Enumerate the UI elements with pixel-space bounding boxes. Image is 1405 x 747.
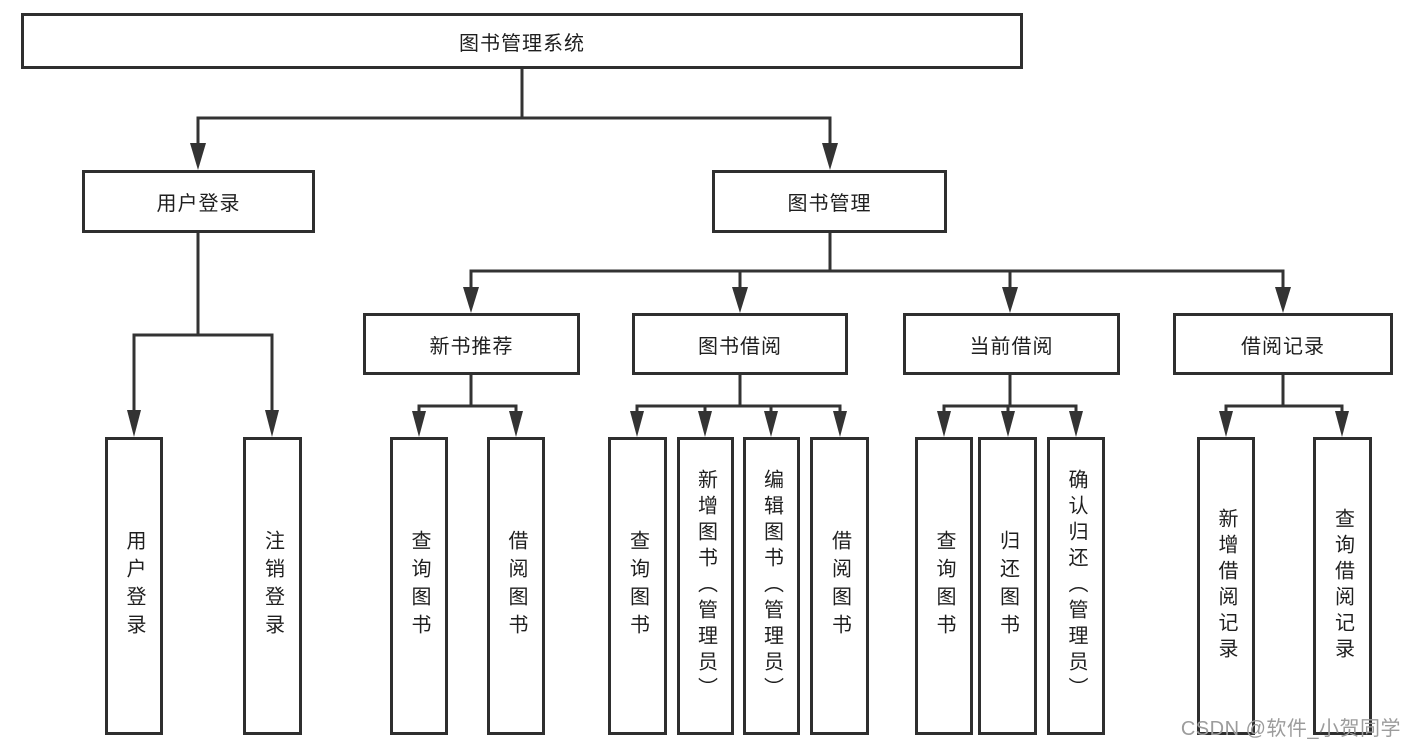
node-user-login: 用户登录: [82, 170, 315, 233]
watermark-text: CSDN @软件_小贺同学: [1180, 718, 1401, 740]
node-new-book-recommend-label: 新书推荐: [429, 335, 514, 358]
leaf-query-borrow-record: 查询借阅记录: [1313, 437, 1372, 735]
leaf-user-login: 用户登录: [105, 437, 163, 735]
leaf-borrow-books-label: 借阅图书: [828, 530, 851, 642]
leaf-borrow-query-books-label: 查询图书: [626, 530, 649, 642]
leaf-return-books: 归还图书: [978, 437, 1037, 735]
leaf-user-login-label: 用户登录: [123, 530, 145, 642]
leaf-logout-label: 注销登录: [261, 530, 284, 642]
leaf-logout: 注销登录: [243, 437, 302, 735]
leaf-edit-books-admin: 编辑图书（管理员）: [743, 437, 800, 735]
leaf-current-query-books-label: 查询图书: [933, 530, 955, 642]
leaf-borrow-query-books: 查询图书: [608, 437, 667, 735]
leaf-current-query-books: 查询图书: [915, 437, 973, 735]
leaf-confirm-return-admin-label: 确认归还（管理员）: [1065, 469, 1087, 703]
leaf-recommend-query-books: 查询图书: [390, 437, 448, 735]
leaf-recommend-query-books-label: 查询图书: [408, 530, 430, 642]
node-new-book-recommend: 新书推荐: [363, 313, 580, 375]
node-library-system: 图书管理系统: [21, 13, 1023, 69]
node-book-borrow-label: 图书借阅: [698, 335, 782, 358]
node-current-borrow: 当前借阅: [903, 313, 1120, 375]
node-book-management: 图书管理: [712, 170, 947, 233]
leaf-add-borrow-record: 新增借阅记录: [1197, 437, 1255, 735]
node-book-borrow: 图书借阅: [632, 313, 848, 375]
leaf-return-books-label: 归还图书: [996, 530, 1019, 642]
node-current-borrow-label: 当前借阅: [969, 335, 1054, 358]
leaf-borrow-books: 借阅图书: [810, 437, 869, 735]
leaf-recommend-borrow-books-label: 借阅图书: [505, 530, 527, 642]
node-borrow-records-label: 借阅记录: [1241, 335, 1325, 358]
leaf-recommend-borrow-books: 借阅图书: [487, 437, 545, 735]
node-book-management-label: 图书管理: [787, 193, 872, 215]
leaf-confirm-return-admin: 确认归还（管理员）: [1047, 437, 1105, 735]
node-borrow-records: 借阅记录: [1173, 313, 1393, 375]
node-user-login-label: 用户登录: [156, 193, 241, 215]
leaf-query-borrow-record-label: 查询借阅记录: [1331, 508, 1354, 664]
node-library-system-label: 图书管理系统: [459, 32, 585, 55]
leaf-add-books-admin: 新增图书（管理员）: [677, 437, 734, 735]
leaf-add-borrow-record-label: 新增借阅记录: [1215, 508, 1237, 664]
leaf-add-books-admin-label: 新增图书（管理员）: [694, 469, 717, 703]
leaf-edit-books-admin-label: 编辑图书（管理员）: [760, 469, 783, 703]
